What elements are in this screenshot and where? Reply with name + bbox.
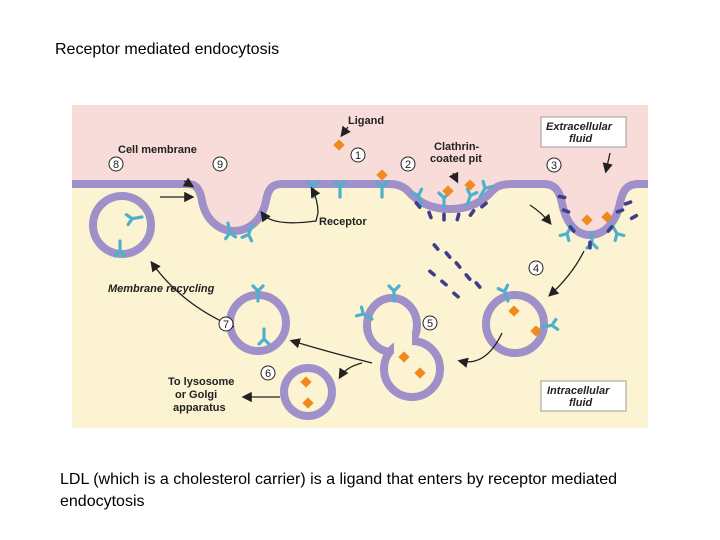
svg-text:4: 4 [533,263,539,275]
clathrin-label-line1: Clathrin- [434,141,480,153]
svg-text:8: 8 [113,159,119,171]
extracellular-region [72,105,648,235]
step-7: 7 [218,316,234,332]
svg-text:2: 2 [405,159,411,171]
lysosome-label-line3: apparatus [173,402,226,414]
step-9: 9 [212,156,228,172]
vesicle-5 [363,294,444,401]
cell-membrane-label: Cell membrane [118,144,197,156]
step-5: 5 [422,315,438,331]
vesicle-4 [482,291,548,357]
step-8: 8 [108,156,124,172]
ligand-label: Ligand [348,115,384,127]
step-3: 3 [546,157,562,173]
intracellular-label-box [540,380,627,412]
endocytosis-diagram: Ligand Cell membrane Clathrin- coated pi… [72,105,648,428]
extracellular-label-box [540,116,627,148]
svg-text:3: 3 [551,160,557,172]
intracellular-label-line2: fluid [569,397,592,409]
step-1: 1 [350,147,366,163]
vesicle-8 [89,192,155,258]
svg-text:6: 6 [265,368,271,380]
step-6: 6 [260,365,276,381]
svg-text:1: 1 [355,150,361,162]
vesicle-7 [226,291,290,355]
receptor-label: Receptor [319,216,367,228]
cell-membrane [72,180,648,240]
svg-text:7: 7 [223,319,229,331]
svg-text:5: 5 [427,318,433,330]
step-4: 4 [528,260,544,276]
membrane-recycling-label: Membrane recycling [108,283,215,295]
page-title: Receptor mediated endocytosis [55,41,280,58]
caption: LDL (which is a cholesterol carrier) is … [60,471,617,510]
lysosome-label-line1: To lysosome [168,376,234,388]
vesicle-6 [280,364,336,420]
extracellular-label-line1: Extracellular [546,121,613,133]
extracellular-label-line2: fluid [569,133,592,145]
step-2: 2 [400,156,416,172]
lysosome-label-line2: or Golgi [175,389,217,401]
svg-text:9: 9 [217,159,223,171]
clathrin-label-line2: coated pit [430,153,482,165]
intracellular-label-line1: Intracellular [547,385,610,397]
